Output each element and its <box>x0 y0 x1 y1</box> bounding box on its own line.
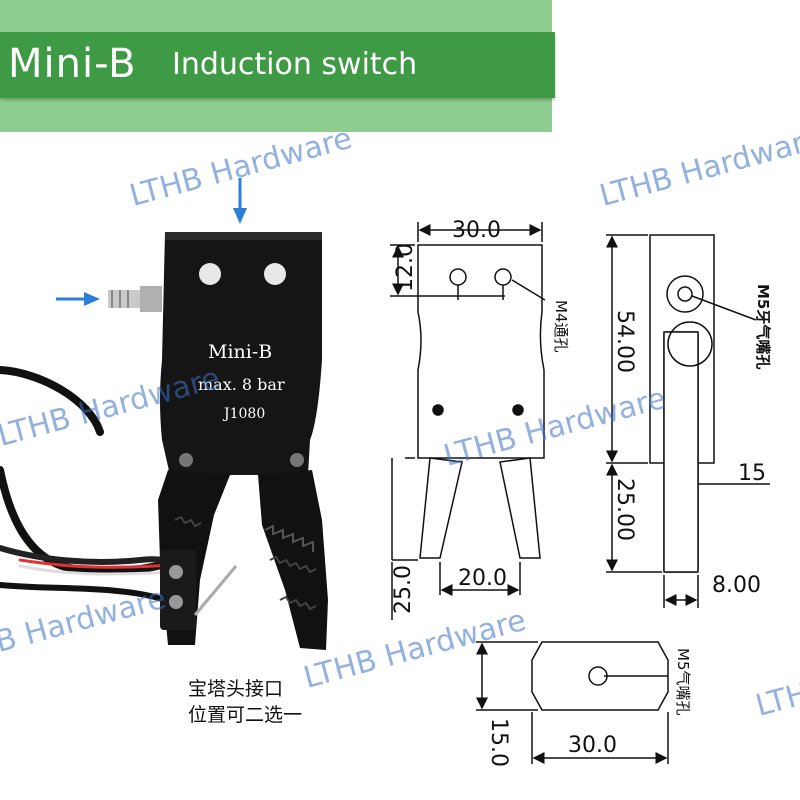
side-inlet-arrow <box>56 292 100 306</box>
screw-hole <box>199 263 221 285</box>
fitting-position-caption: 宝塔头接口 位置可二选一 <box>188 676 302 728</box>
product-code: J1080 <box>222 406 265 422</box>
product-model: Mini-B <box>208 341 272 363</box>
dim-front-jaw-gap: 20.0 <box>458 566 507 591</box>
front-view-drawing <box>390 222 546 620</box>
caption-line-1: 宝塔头接口 <box>188 678 284 700</box>
dim-front-hole-label: M4通孔 <box>552 300 570 353</box>
dim-side-height: 54.00 <box>612 310 637 373</box>
side-view-drawing <box>606 234 770 608</box>
bottom-view-drawing <box>476 641 669 764</box>
banner <box>0 32 555 98</box>
dim-side-port-label: M5牙气嘴孔 <box>754 284 772 369</box>
screw-head <box>179 453 193 467</box>
caption-line-2: 位置可二选一 <box>188 704 303 726</box>
dim-front-jaw-length: 25.0 <box>391 565 416 614</box>
air-inlet-arrow <box>233 178 247 224</box>
screw-hole <box>264 263 286 285</box>
dim-side-jaw-height: 25.00 <box>612 478 637 541</box>
dim-bottom-port-label: M5气嘴孔 <box>674 648 692 716</box>
gripper-body <box>108 232 328 650</box>
dim-front-width: 30.0 <box>452 218 501 243</box>
screw-head <box>290 453 304 467</box>
dim-bottom-width: 30.0 <box>568 733 617 758</box>
banner-title: Mini-B <box>8 41 137 87</box>
banner-subtitle: Induction switch <box>172 47 418 82</box>
product-pressure: max. 8 bar <box>198 375 285 394</box>
dim-bottom-height: 15.0 <box>486 718 511 767</box>
dim-side-jaw-thickness: 8.00 <box>712 573 761 598</box>
dim-front-hole-offset: 12.0 <box>393 243 418 292</box>
dim-side-jaw-offset: 15 <box>738 461 766 486</box>
